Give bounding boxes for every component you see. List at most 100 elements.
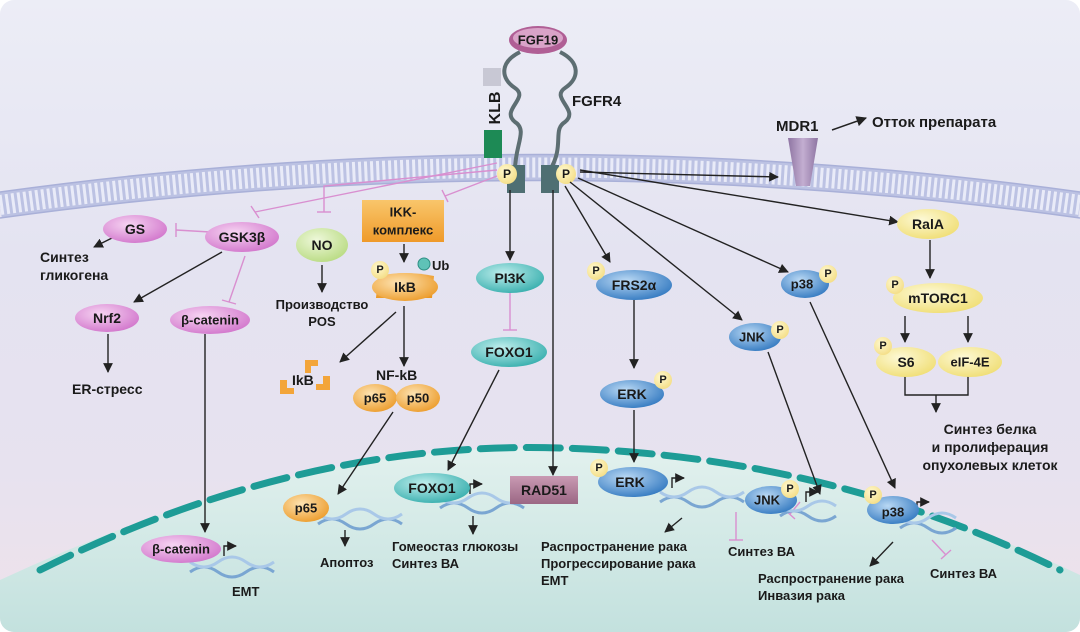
cancer-progression-erk: Прогрессирование рака [541, 556, 696, 571]
fgf19-ligand: FGF19 [509, 26, 567, 54]
phospho-badge-receptor-left: P [497, 164, 517, 184]
ba-synthesis-foxo1: Синтез ВА [392, 556, 460, 571]
glycogen-synthesis-1: Синтез [40, 249, 89, 265]
nuclear-foxo1: FOXO1 [394, 473, 470, 503]
s6-node: S6 [876, 347, 936, 377]
eif4e-node: eIF-4E [938, 347, 1002, 377]
svg-text:FOXO1: FOXO1 [408, 480, 456, 496]
svg-text:β-catenin: β-catenin [181, 313, 239, 328]
klb-label: KLB [487, 92, 504, 125]
ikb-degraded-node: IkB [280, 360, 330, 394]
phospho-badge-mtorc1: P [886, 276, 904, 294]
gsk3b-node: GSK3β [205, 222, 279, 252]
fgfr4-label: FGFR4 [572, 93, 622, 110]
er-stress-label: ER-стресс [72, 381, 143, 397]
svg-text:S6: S6 [897, 354, 914, 370]
protein-synthesis-1: Синтез белка [944, 421, 1037, 437]
svg-text:P: P [595, 462, 602, 474]
svg-text:P: P [776, 324, 783, 336]
emt-label-erk: EMT [541, 573, 569, 588]
svg-text:Ub: Ub [432, 258, 449, 273]
svg-text:IkB: IkB [292, 372, 314, 388]
svg-text:P: P [891, 279, 898, 291]
apoptosis-label: Апоптоз [320, 555, 374, 570]
svg-text:P: P [503, 167, 511, 181]
no-node: NO [296, 228, 348, 262]
emt-label-bcat: EMT [232, 584, 260, 599]
rala-node: RalA [897, 209, 959, 239]
cell-membrane [0, 153, 1080, 219]
ba-synthesis-jnk: Синтез ВА [728, 544, 796, 559]
phospho-badge-ikb: P [371, 261, 389, 279]
ubiquitin-badge: Ub [417, 257, 449, 273]
svg-text:JNK: JNK [739, 330, 766, 345]
phospho-badge-receptor-right: P [556, 164, 576, 184]
svg-text:GSK3β: GSK3β [219, 229, 266, 245]
svg-text:p38: p38 [882, 505, 904, 520]
svg-text:GS: GS [125, 221, 145, 237]
ros-production-2: POS [308, 314, 336, 329]
mdr1-transporter: MDR1 Отток препарата [776, 114, 997, 186]
fgfr4-receptor [502, 50, 578, 193]
phospho-badge-nuclear-erk: P [590, 459, 608, 477]
svg-text:RAD51: RAD51 [521, 482, 567, 498]
svg-text:P: P [786, 483, 793, 495]
drug-efflux-label: Отток препарата [872, 114, 997, 131]
jnk-node: JNK [729, 323, 781, 351]
frs2a-node: FRS2α [596, 270, 672, 300]
protein-synthesis-3: опухолевых клеток [922, 457, 1058, 473]
beta-catenin-node: β-catenin [170, 306, 250, 334]
svg-text:RalA: RalA [912, 216, 944, 232]
svg-text:P: P [562, 167, 570, 181]
p65-node: p65 [353, 384, 397, 412]
phospho-badge-frs2a: P [587, 262, 605, 280]
ba-synthesis-p38: Синтез ВА [930, 566, 998, 581]
mdr1-label: MDR1 [776, 118, 819, 135]
phospho-badge-nuclear-jnk: P [781, 480, 799, 498]
phospho-badge-nuclear-p38: P [864, 486, 882, 504]
activation-arrows [93, 169, 973, 567]
cancer-invasion-p38: Инвазия рака [758, 588, 846, 603]
svg-text:FRS2α: FRS2α [612, 277, 657, 293]
p50-node: p50 [396, 384, 440, 412]
svg-text:P: P [869, 489, 876, 501]
phospho-badge-s6: P [874, 337, 892, 355]
svg-text:PI3K: PI3K [494, 270, 525, 286]
nuclear-p65: p65 [283, 494, 329, 522]
svg-text:p50: p50 [407, 391, 429, 406]
cytoplasm-outcomes: Синтез гликогена ER-стресс Производство … [40, 249, 1059, 473]
svg-text:ERK: ERK [617, 386, 647, 402]
svg-text:IkB: IkB [394, 279, 416, 295]
erk-node: ERK [600, 380, 664, 408]
ros-production-1: Производство [276, 297, 369, 312]
glycogen-synthesis-2: гликогена [40, 267, 108, 283]
gs-node: GS [103, 215, 167, 243]
phospho-badge-p38: P [819, 265, 837, 283]
pi3k-node: PI3K [476, 263, 544, 293]
svg-text:β-catenin: β-catenin [152, 542, 210, 557]
svg-text:p65: p65 [364, 391, 386, 406]
nuclear-p38: p38 [867, 496, 919, 524]
foxo1-node: FOXO1 [471, 337, 547, 367]
nuclear-outcomes: EMT Апоптоз Гомеостаз глюкозы Синтез ВА … [232, 539, 998, 603]
protein-synthesis-2: и пролиферация [932, 439, 1049, 455]
nuclear-beta-catenin: β-catenin [141, 535, 221, 563]
svg-text:mTORC1: mTORC1 [908, 290, 968, 306]
nrf2-node: Nrf2 [75, 304, 139, 332]
ikk-complex-node: IKK- комплекс [362, 200, 444, 242]
phospho-badge-jnk: P [771, 321, 789, 339]
svg-text:eIF-4E: eIF-4E [950, 355, 989, 370]
klb-coreceptor: KLB [483, 68, 504, 158]
svg-text:p65: p65 [295, 501, 317, 516]
glucose-homeostasis-label: Гомеостаз глюкозы [392, 539, 518, 554]
svg-text:P: P [376, 264, 383, 276]
svg-text:P: P [592, 265, 599, 277]
cancer-spread-p38: Распространение рака [758, 571, 905, 586]
fgf19-label: FGF19 [518, 33, 558, 48]
svg-text:комплекс: комплекс [373, 223, 433, 238]
rad51-node: RAD51 [510, 476, 578, 504]
inhibition-lines [175, 162, 952, 560]
svg-text:P: P [824, 268, 831, 280]
